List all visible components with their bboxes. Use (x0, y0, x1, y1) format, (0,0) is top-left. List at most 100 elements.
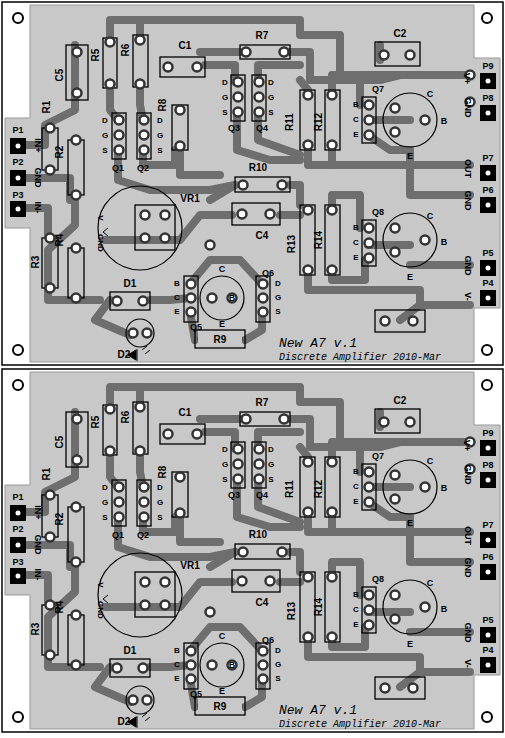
label-patch (198, 333, 242, 345)
solder-pad (72, 191, 81, 200)
solder-pad (228, 294, 237, 303)
pin-letter: S (102, 147, 107, 155)
part-name: GND (96, 601, 104, 619)
pad-label: P2 (12, 525, 23, 534)
solder-pad (136, 447, 145, 456)
part-name: C4 (256, 598, 269, 608)
solder-pad (259, 280, 268, 289)
copper-trace (290, 552, 300, 572)
pin-letter: D (275, 647, 281, 655)
solder-pad (328, 91, 337, 100)
solder-pad (187, 647, 196, 656)
pad-label: P9 (482, 429, 493, 438)
component-outline (68, 248, 84, 298)
solder-pad (113, 664, 122, 673)
pin-letter: C (427, 212, 434, 221)
component-outline (68, 140, 84, 195)
signal-name: V- (462, 659, 471, 668)
part-name: R11 (285, 480, 295, 498)
solder-pad (187, 294, 196, 303)
solder-pad (255, 475, 264, 484)
component-outline (232, 570, 280, 592)
solder-pad (266, 577, 275, 586)
signal-name: GND (463, 190, 472, 210)
copper-trace (118, 517, 235, 557)
part-name: Q1 (112, 164, 124, 173)
component-outline (325, 205, 340, 275)
signal-name: GND (33, 167, 42, 187)
copper-trace (190, 260, 262, 284)
signal-name: IN- (33, 568, 42, 580)
solder-pad (46, 533, 55, 542)
part-name: D2 (118, 350, 131, 360)
component-outline (200, 643, 244, 687)
terminal-pad (480, 165, 496, 181)
solder-pad (381, 684, 390, 693)
component-outline (252, 75, 266, 121)
part-name: Q6 (262, 636, 274, 645)
board-title: New A7 v.1 (279, 337, 357, 350)
pin-letter: D (275, 280, 281, 288)
component-outline (383, 580, 437, 634)
terminal-hole (486, 446, 491, 451)
terminal-pad (480, 564, 496, 580)
part-name: R3 (31, 256, 41, 269)
pin-letter: D (157, 484, 163, 492)
solder-pad (259, 647, 268, 656)
component-outline (160, 424, 205, 444)
copper-trace (258, 479, 300, 522)
copper-trace (95, 300, 130, 335)
terminal-hole (16, 207, 21, 212)
solder-pad (72, 558, 81, 567)
component-outline (112, 480, 126, 526)
solder-pad (380, 418, 389, 427)
part-name: Q2 (137, 164, 149, 173)
solder-pad (139, 297, 148, 306)
mounting-hole (13, 345, 23, 355)
pin-letter: G (222, 461, 228, 469)
solder-pad (280, 415, 289, 424)
solder-pad (164, 63, 173, 72)
pad-label: P7 (482, 154, 493, 163)
pad-label: P3 (12, 191, 23, 200)
copper-trace (300, 80, 308, 90)
solder-pad (72, 136, 81, 145)
part-name: D2 (118, 717, 131, 727)
component-outline (103, 38, 117, 88)
terminal-pad (10, 537, 26, 553)
solder-pad (421, 603, 430, 612)
board-outline (5, 372, 500, 729)
solder-pad (365, 591, 374, 600)
component-outline (68, 507, 84, 562)
solder-pad (140, 146, 149, 155)
mounting-hole (13, 13, 23, 23)
component-outline (126, 319, 154, 347)
pad-label: P2 (12, 158, 23, 167)
solder-pad (141, 578, 150, 587)
solder-pad (255, 108, 264, 117)
terminal-hole (486, 203, 491, 208)
solder-pad (328, 508, 337, 517)
solder-pad (187, 675, 196, 684)
pin-letter: C (174, 661, 180, 669)
solder-pad (255, 78, 264, 87)
copper-trace (280, 578, 300, 586)
pad-label: P8 (482, 461, 493, 470)
solder-pad (421, 116, 430, 125)
part-name: R9 (214, 702, 227, 712)
solder-pad (176, 473, 185, 482)
label-patch (198, 700, 242, 712)
pin-letter: S (268, 476, 273, 484)
part-name: Q3 (228, 491, 240, 500)
pin-letter: S (157, 514, 162, 522)
component-outline (235, 544, 290, 559)
pad-label: P7 (482, 521, 493, 530)
solder-pad (234, 108, 243, 117)
solder-pad (234, 475, 243, 484)
pin-letter: C (353, 483, 359, 491)
component-outline (240, 45, 290, 59)
solder-pad (129, 696, 138, 705)
signal-name: OUT (463, 526, 472, 545)
solder-pad (238, 210, 247, 219)
solder-pad (143, 329, 152, 338)
